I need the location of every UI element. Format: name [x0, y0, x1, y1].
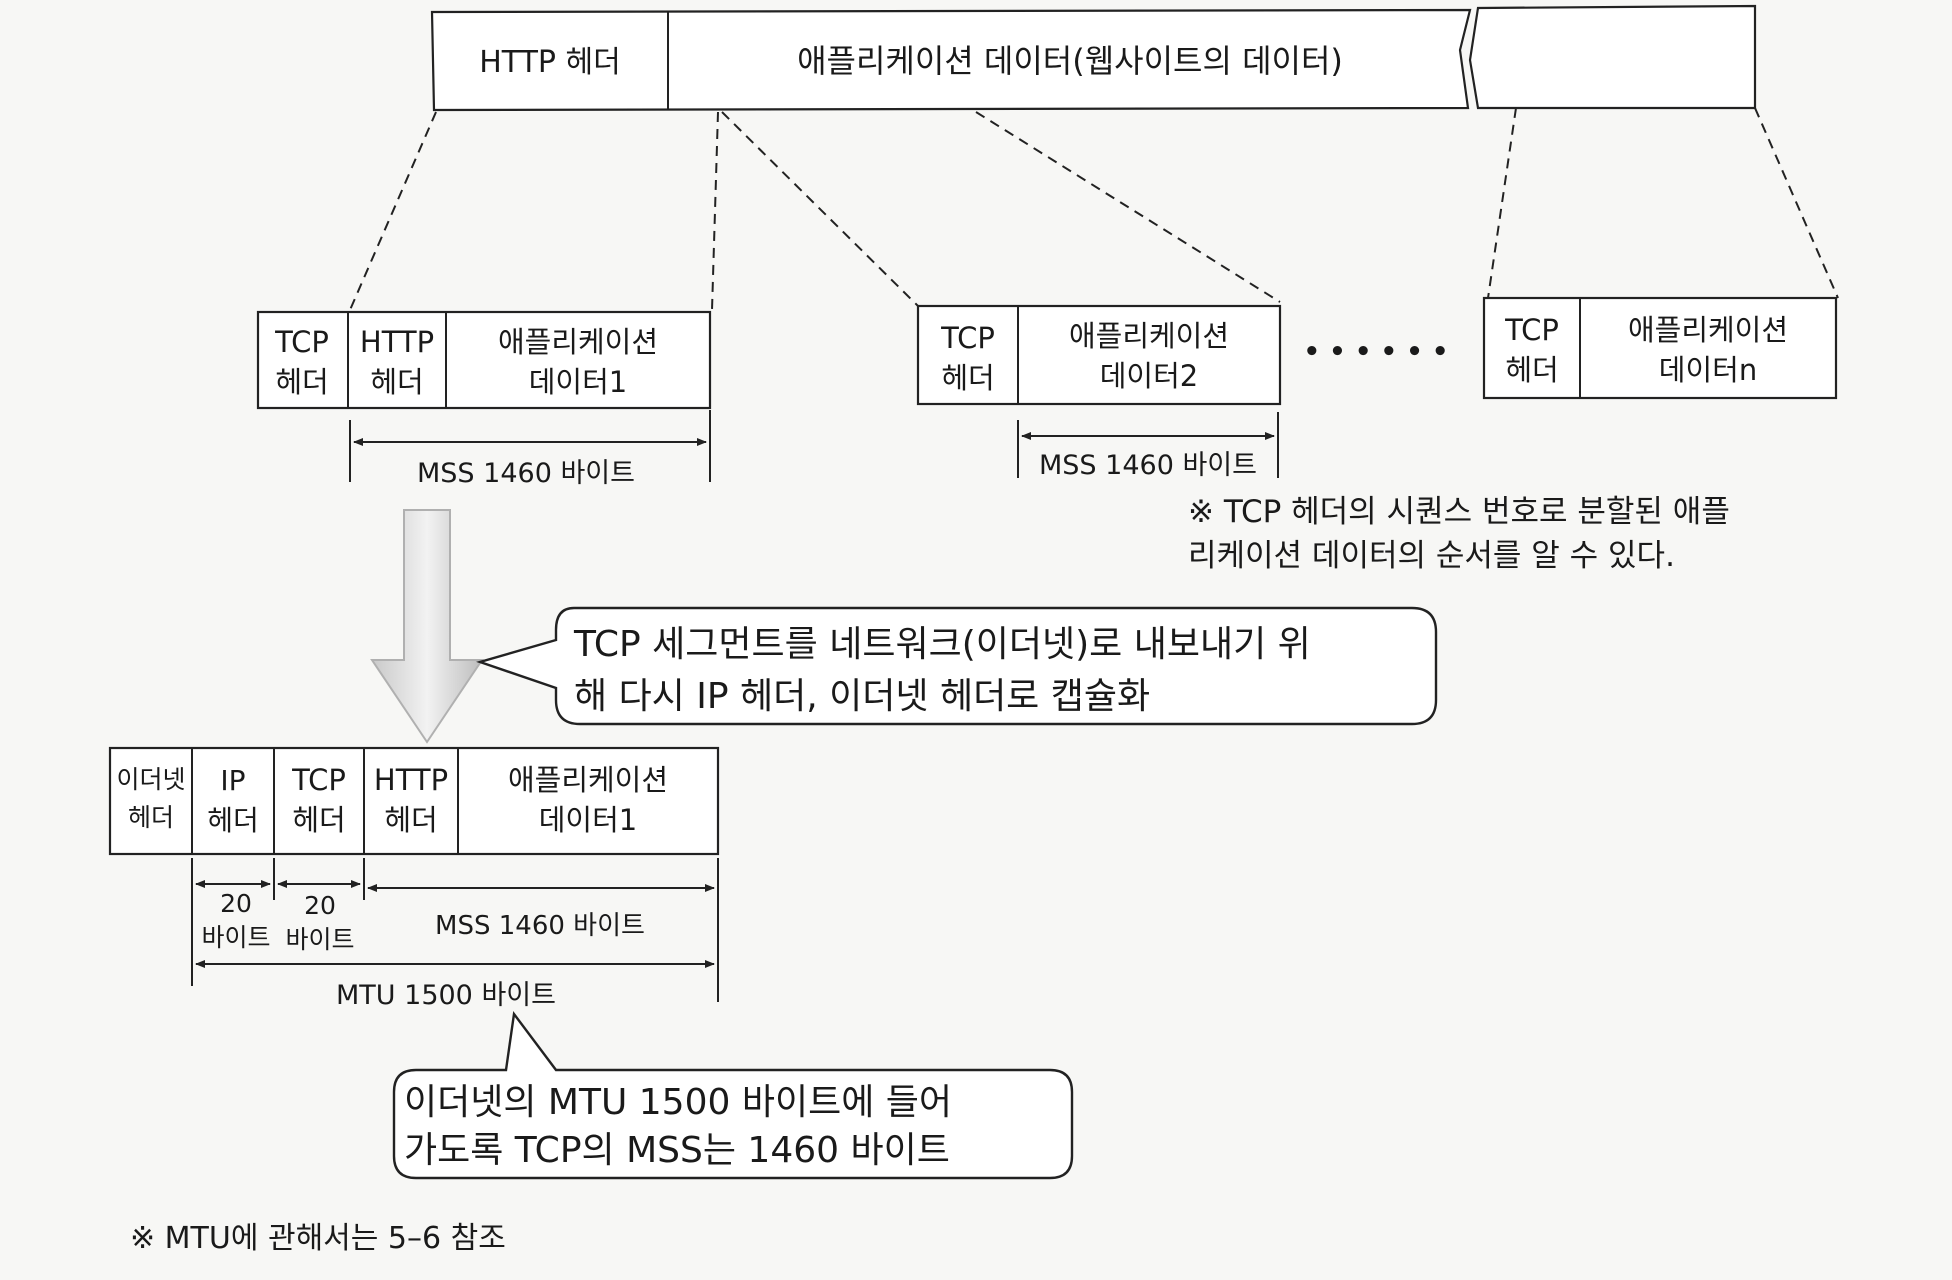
segment2-mss-label: MSS 1460 바이트	[1039, 450, 1257, 481]
frame-ip-label: IP	[220, 764, 245, 797]
segment-1: TCP 헤더 HTTP 헤더 애플리케이션 데이터1	[256, 310, 712, 410]
top-packet: HTTP 헤더 애플리케이션 데이터(웹사이트의 데이터)	[430, 4, 1757, 112]
ip-size-label: 20	[220, 889, 252, 918]
segment1-mss-label: MSS 1460 바이트	[417, 458, 635, 489]
segment2-tcp-label-2: 헤더	[941, 361, 994, 395]
footnote: ※ MTU에 관해서는 5–6 참조	[130, 1221, 506, 1256]
frame-http-label-2: 헤더	[384, 803, 437, 837]
ip-size-label-2: 바이트	[201, 923, 270, 952]
mtu-callout-line-2: 가도록 TCP의 MSS는 1460 바이트	[404, 1130, 950, 1171]
top-app-data-label: 애플리케이션 데이터(웹사이트의 데이터)	[797, 42, 1343, 80]
projection-lines	[349, 107, 1839, 311]
segment-2: TCP 헤더 애플리케이션 데이터2	[916, 304, 1282, 406]
frame-data-label-2: 데이터1	[539, 803, 638, 837]
segment1-data-label: 애플리케이션	[498, 325, 658, 359]
segmentn-data-label: 애플리케이션	[1628, 313, 1788, 347]
frame-eth-label: 이더넷	[116, 765, 185, 794]
down-arrow-icon	[370, 509, 484, 744]
segmentn-data-label-2: 데이터n	[1659, 353, 1757, 387]
frame-mtu-label: MTU 1500 바이트	[336, 980, 556, 1011]
segment1-tcp-label-2: 헤더	[275, 365, 328, 399]
segment1-tcp-label: TCP	[274, 325, 329, 359]
segmentn-tcp-label: TCP	[1504, 313, 1559, 347]
sequence-note-line-1: ※ TCP 헤더의 시퀀스 번호로 분할된 애플	[1188, 494, 1730, 530]
segment1-http-label-2: 헤더	[370, 365, 423, 399]
segment2-mss-dimension: MSS 1460 바이트	[1017, 412, 1279, 481]
frame-ip-label-2: 헤더	[207, 804, 259, 837]
segment2-tcp-label: TCP	[940, 321, 995, 355]
frame-eth-label-2: 헤더	[128, 803, 174, 832]
frame-mss-label: MSS 1460 바이트	[435, 911, 645, 941]
sequence-note-line-2: 리케이션 데이터의 순서를 알 수 있다.	[1188, 538, 1675, 574]
segment2-data-label: 애플리케이션	[1069, 319, 1229, 353]
ethernet-frame: 이더넷 헤더 IP 헤더 TCP 헤더 HTTP 헤더 애플리케이션 데이터1	[108, 746, 720, 856]
top-http-header-label: HTTP 헤더	[479, 45, 621, 80]
segment1-data-label-2: 데이터1	[529, 365, 628, 399]
ellipsis: • • • • • •	[1304, 337, 1449, 367]
frame-http-label: HTTP	[374, 763, 448, 797]
mtu-callout-line-1: 이더넷의 MTU 1500 바이트에 들어	[404, 1082, 952, 1123]
frame-tcp-label: TCP	[291, 763, 346, 797]
tcp-size-label-2: 바이트	[285, 925, 354, 954]
segment2-data-label-2: 데이터2	[1100, 359, 1199, 393]
encapsulation-callout: TCP 세그먼트를 네트워크(이더넷)로 내보내기 위 해 다시 IP 헤더, …	[476, 606, 1438, 726]
segment1-http-label: HTTP	[360, 325, 434, 359]
segmentn-tcp-label-2: 헤더	[1505, 353, 1558, 387]
segment1-mss-dimension: MSS 1460 바이트	[349, 410, 711, 489]
sequence-note: ※ TCP 헤더의 시퀀스 번호로 분할된 애플 리케이션 데이터의 순서를 알…	[1188, 494, 1730, 574]
mtu-callout: 이더넷의 MTU 1500 바이트에 들어 가도록 TCP의 MSS는 1460…	[392, 1010, 1074, 1180]
frame-tcp-label-2: 헤더	[292, 803, 345, 837]
tcp-size-label: 20	[304, 891, 336, 920]
encap-callout-line-1: TCP 세그먼트를 네트워크(이더넷)로 내보내기 위	[573, 624, 1311, 665]
encap-callout-line-2: 해 다시 IP 헤더, 이더넷 헤더로 캡슐화	[574, 676, 1150, 717]
frame-dimensions: 20 바이트 20 바이트 MSS 1460 바이트 MTU 1500 바이트	[191, 858, 719, 1011]
segment-n: TCP 헤더 애플리케이션 데이터n	[1482, 296, 1838, 400]
frame-data-label: 애플리케이션	[508, 763, 668, 797]
